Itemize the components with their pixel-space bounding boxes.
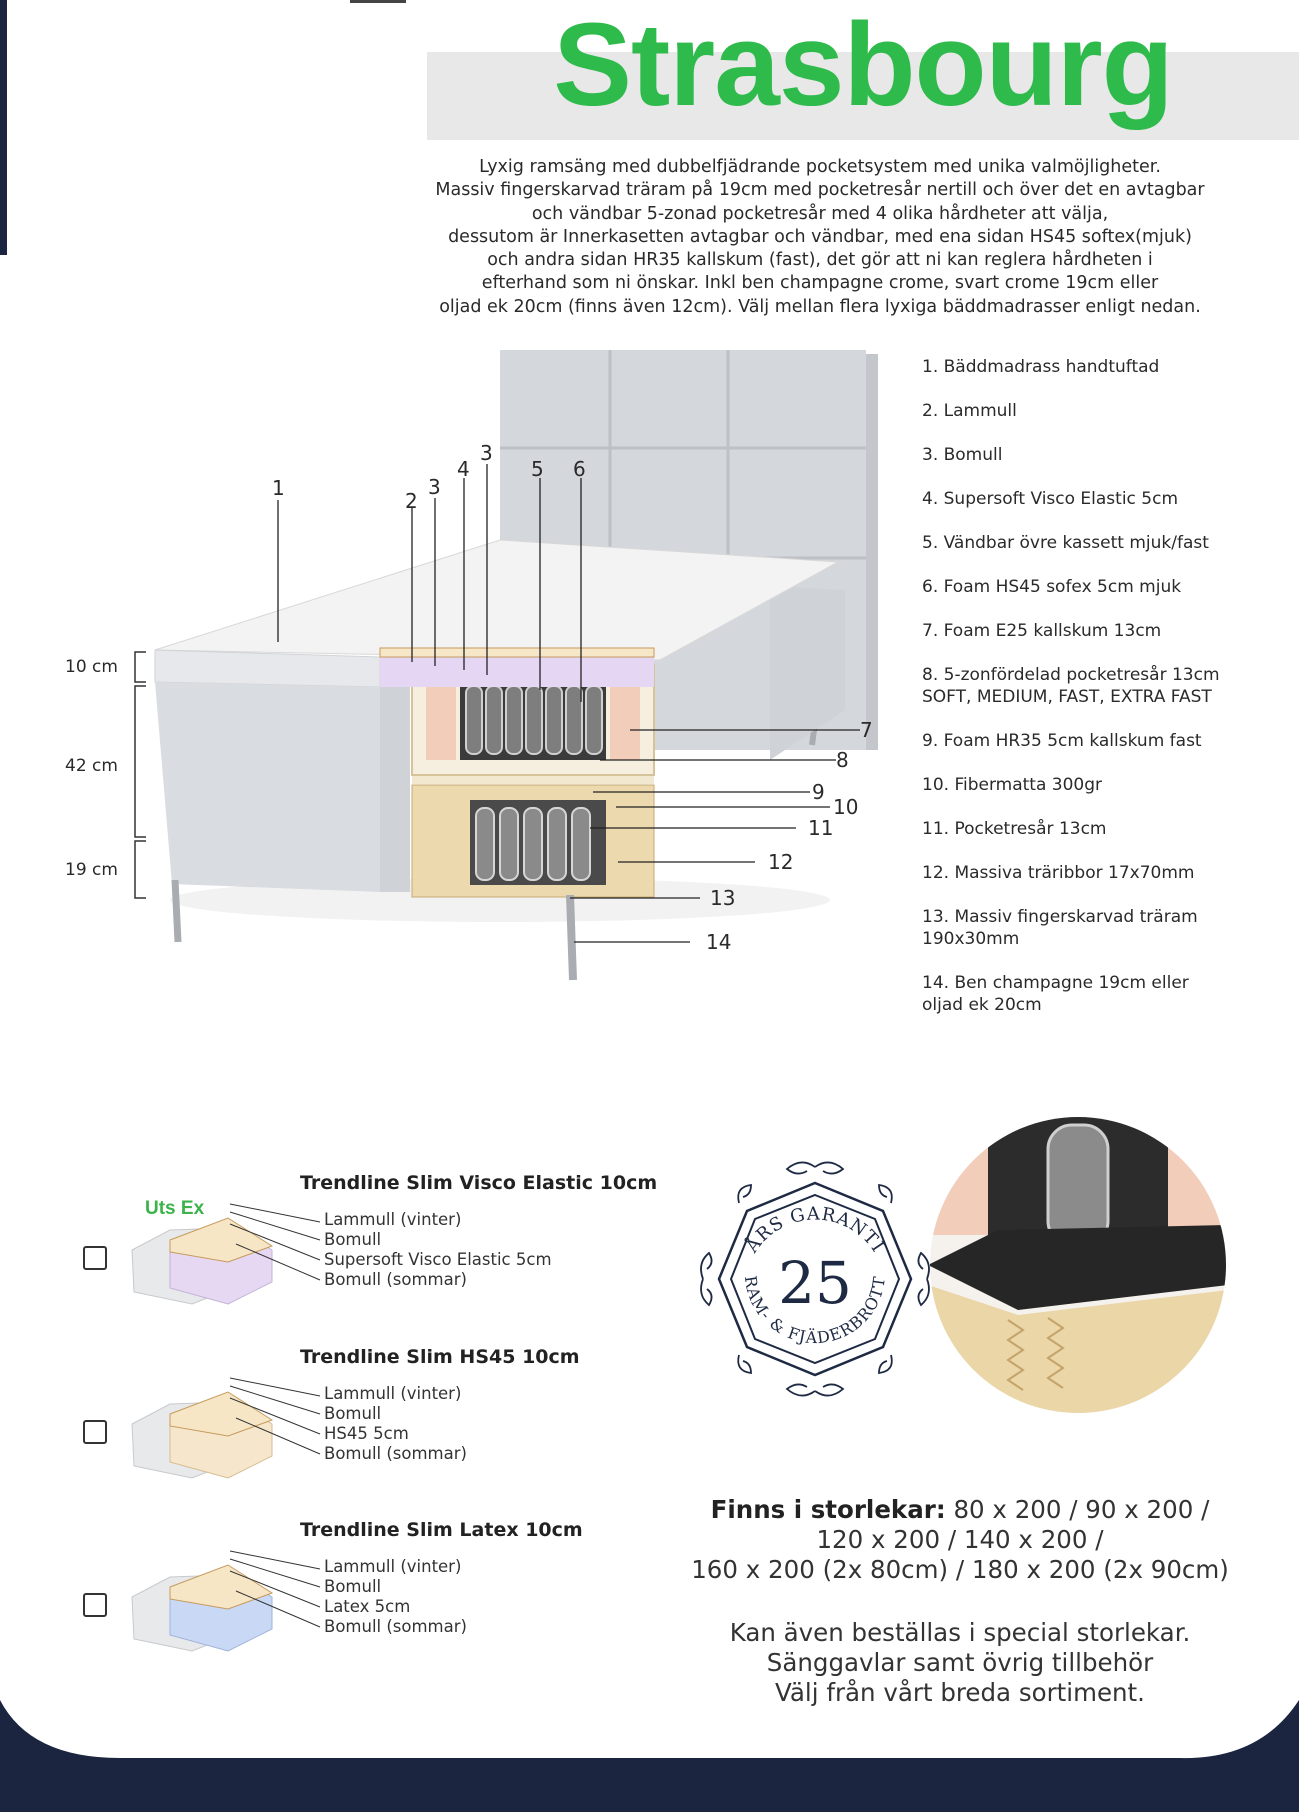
legend-item: 1. Bäddmadrass handtuftad bbox=[922, 357, 1160, 377]
mattress-option-visco: Trendline Slim Visco Elastic 10cm Lammul… bbox=[0, 1172, 700, 1332]
description-line: dessutom är Innerkasetten avtagbar och v… bbox=[448, 226, 1192, 247]
layer-label: Lammull (vinter) bbox=[324, 1557, 462, 1576]
bed-cross-section-diagram: 10 cm 42 cm 19 cm 1 2 3 3 4 5 6 7 8 9 10… bbox=[65, 350, 878, 981]
legend-item: SOFT, MEDIUM, FAST, EXTRA FAST bbox=[922, 687, 1212, 707]
layer-label: HS45 5cm bbox=[324, 1424, 409, 1443]
legend-item: 190x30mm bbox=[922, 929, 1020, 949]
spring-closeup-image bbox=[930, 1117, 1226, 1413]
callout-number: 10 bbox=[833, 795, 858, 819]
extra-line: Sänggavlar samt övrig tillbehör bbox=[766, 1648, 1154, 1677]
layer-label: Bomull (sommar) bbox=[324, 1617, 467, 1636]
front-leg bbox=[171, 879, 182, 943]
description-line: efterhand som ni önskar. Inkl ben champa… bbox=[481, 273, 1159, 294]
select-visco-checkbox[interactable] bbox=[83, 1246, 107, 1270]
legend-item: 14. Ben champagne 19cm eller bbox=[922, 973, 1189, 993]
mattress-option-hs45: Trendline Slim HS45 10cm Lammull (vinter… bbox=[0, 1346, 700, 1506]
legend-item: 11. Pocketresår 13cm bbox=[922, 819, 1107, 839]
base-side bbox=[770, 586, 845, 760]
callout-number: 5 bbox=[531, 457, 544, 481]
description-line: Massiv fingerskarvad träram på 19cm med … bbox=[435, 180, 1205, 201]
legend-item: 10. Fibermatta 300gr bbox=[922, 775, 1103, 795]
callout-number: 9 bbox=[812, 780, 825, 804]
layer-label: Lammull (vinter) bbox=[324, 1384, 462, 1403]
callout-numbers: 1 2 3 3 4 5 6 7 8 9 10 11 12 13 14 bbox=[272, 441, 873, 954]
top-mark bbox=[350, 0, 406, 3]
callout-number: 8 bbox=[836, 748, 849, 772]
legend-item: 7. Foam E25 kallskum 13cm bbox=[922, 621, 1162, 641]
select-latex-checkbox[interactable] bbox=[83, 1593, 107, 1617]
layer-leader-lines bbox=[229, 1377, 321, 1455]
callout-number: 2 bbox=[405, 489, 418, 513]
callout-number: 3 bbox=[480, 441, 493, 465]
mattress-option-latex: Trendline Slim Latex 10cm Lammull (vinte… bbox=[0, 1519, 700, 1679]
select-hs45-checkbox[interactable] bbox=[83, 1420, 107, 1444]
sizes-label: Finns i storlekar: bbox=[710, 1495, 946, 1524]
legend-item: oljad ek 20cm bbox=[922, 995, 1042, 1015]
callout-number: 7 bbox=[860, 718, 873, 742]
callout-number: 14 bbox=[706, 930, 731, 954]
layer-label: Latex 5cm bbox=[324, 1597, 411, 1616]
title-band bbox=[427, 52, 1299, 140]
sizes-line: 80 x 200 / 90 x 200 / bbox=[945, 1495, 1210, 1524]
legend-item: 6. Foam HS45 sofex 5cm mjuk bbox=[922, 577, 1182, 597]
callout-number: 11 bbox=[808, 816, 833, 840]
layer-label: Supersoft Visco Elastic 5cm bbox=[324, 1250, 552, 1269]
callout-number: 1 bbox=[272, 476, 285, 500]
extra-info: Kan även beställas i special storlekar. … bbox=[640, 1618, 1280, 1708]
extra-line: Välj från vårt breda sortiment. bbox=[775, 1678, 1145, 1707]
layer-label: Lammull (vinter) bbox=[324, 1210, 462, 1229]
layer-leader-lines bbox=[229, 1203, 321, 1281]
description-line: och vändbar 5-zonad pocketresår med 4 ol… bbox=[531, 203, 1109, 224]
layer-label: Bomull (sommar) bbox=[324, 1270, 467, 1289]
legend-item: 9. Foam HR35 5cm kallskum fast bbox=[922, 731, 1202, 751]
mattress-title: Trendline Slim Latex 10cm bbox=[300, 1519, 583, 1541]
mattress-title: Trendline Slim HS45 10cm bbox=[300, 1346, 580, 1368]
bottom-footer-band bbox=[0, 1700, 1299, 1812]
legend-item: 2. Lammull bbox=[922, 401, 1017, 421]
legend-item: 3. Bomull bbox=[922, 445, 1003, 465]
callout-number: 13 bbox=[710, 886, 735, 910]
available-sizes: Finns i storlekar: 80 x 200 / 90 x 200 /… bbox=[640, 1495, 1280, 1585]
legend-item: 12. Massiva träribbor 17x70mm bbox=[922, 863, 1195, 883]
dimension-label: 19 cm bbox=[65, 860, 118, 880]
callout-number: 4 bbox=[457, 457, 470, 481]
sizes-line: 160 x 200 (2x 80cm) / 180 x 200 (2x 90cm… bbox=[691, 1555, 1229, 1584]
extra-line: Kan även beställas i special storlekar. bbox=[729, 1618, 1191, 1647]
base-front bbox=[155, 682, 380, 892]
description-line: Lyxig ramsäng med dubbelfjädrande pocket… bbox=[479, 157, 1161, 177]
legend-item: 5. Vändbar övre kassett mjuk/fast bbox=[922, 533, 1209, 553]
layer-label: Bomull (sommar) bbox=[324, 1444, 467, 1463]
product-title: Strasbourg bbox=[553, 0, 1173, 131]
callout-number: 3 bbox=[428, 475, 441, 499]
topper-front bbox=[154, 649, 381, 688]
layer-label: Bomull bbox=[324, 1577, 382, 1596]
leader-lines bbox=[277, 464, 860, 943]
layer-label: Bomull bbox=[324, 1404, 382, 1423]
seal-number: 25 bbox=[778, 1249, 852, 1317]
mattress-illustration bbox=[131, 1391, 274, 1479]
description-line: oljad ek 20cm (finns även 12cm). Välj me… bbox=[439, 296, 1201, 317]
legend-item: 8. 5-zonfördelad pocketresår 13cm bbox=[922, 665, 1220, 685]
mattress-title: Trendline Slim Visco Elastic 10cm bbox=[300, 1172, 658, 1194]
sizes-line: 120 x 200 / 140 x 200 / bbox=[816, 1525, 1104, 1554]
guarantee-seal: ÅRS GARANTI 25 RAM- & FJÄDERBROTT bbox=[700, 1161, 930, 1397]
dimension-brackets bbox=[134, 651, 146, 899]
cut-section bbox=[379, 647, 655, 981]
layer-label: Bomull bbox=[324, 1230, 382, 1249]
description-line: och andra sidan HR35 kallskum (fast), de… bbox=[487, 250, 1153, 271]
legend-item: 4. Supersoft Visco Elastic 5cm bbox=[922, 489, 1179, 509]
dimension-labels: 10 cm 42 cm 19 cm bbox=[65, 657, 118, 880]
left-edge-bar bbox=[0, 0, 7, 255]
mattress-illustration bbox=[131, 1217, 274, 1305]
layer-leader-lines bbox=[229, 1550, 321, 1628]
dimension-label: 10 cm bbox=[65, 657, 118, 677]
mattress-illustration bbox=[131, 1564, 274, 1652]
product-description: Lyxig ramsäng med dubbelfjädrande pocket… bbox=[380, 156, 1260, 319]
uts-ex-label: Uts Ex bbox=[145, 1198, 205, 1219]
dimension-label: 42 cm bbox=[65, 756, 118, 776]
legend-item: 13. Massiv fingerskarvad träram bbox=[922, 907, 1198, 927]
callout-number: 6 bbox=[573, 457, 586, 481]
callout-number: 12 bbox=[768, 850, 793, 874]
